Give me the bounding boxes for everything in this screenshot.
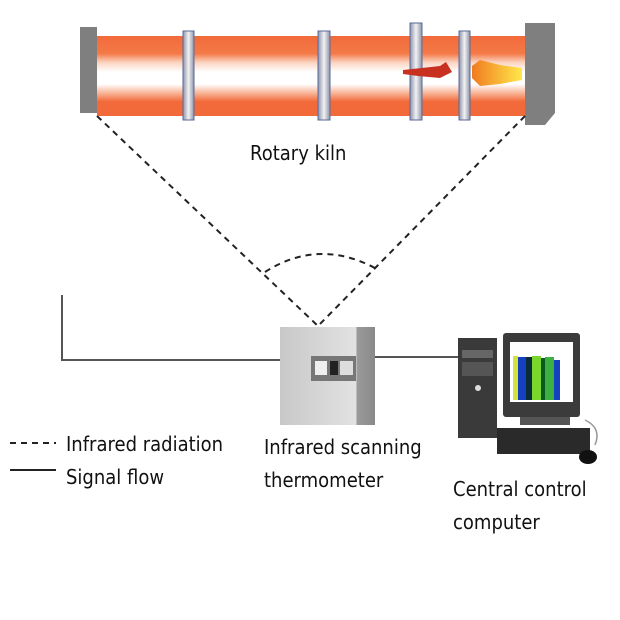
legend	[10, 442, 56, 471]
thermometer-label-2: thermometer	[264, 468, 384, 492]
legend-label-infrared: Infrared radiation	[66, 432, 224, 456]
thermometer-label-1: Infrared scanning	[264, 435, 422, 459]
kiln-left-cap	[80, 27, 97, 113]
signal-flow-lines	[61, 295, 458, 361]
computer-icon	[458, 333, 598, 464]
flame-icon	[403, 60, 522, 86]
kiln-right-cap	[525, 23, 555, 125]
rotary-kiln	[80, 22, 555, 125]
computer-label-1: Central control	[453, 477, 587, 501]
thermometer-device	[280, 327, 375, 425]
kiln-tube	[97, 36, 527, 116]
infrared-radiation-lines	[96, 115, 526, 327]
legend-label-signal: Signal flow	[66, 465, 165, 489]
kiln-label: Rotary kiln	[250, 141, 347, 165]
computer-label-2: computer	[453, 510, 540, 534]
